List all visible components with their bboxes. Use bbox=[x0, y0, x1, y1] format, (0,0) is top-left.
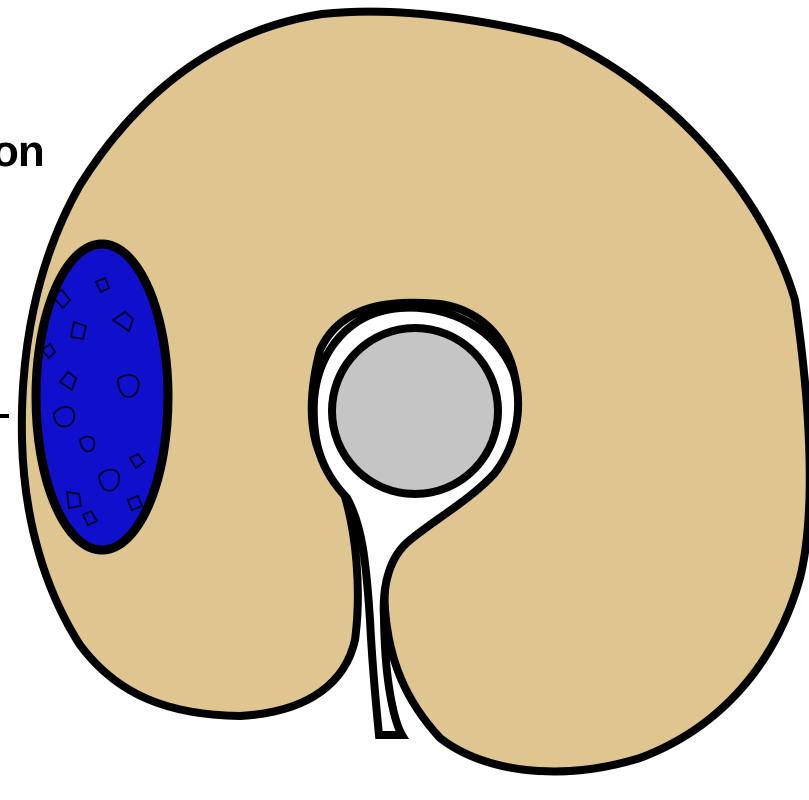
vacuole bbox=[332, 328, 498, 494]
partial-text-label: on bbox=[0, 130, 44, 174]
nucleus bbox=[36, 244, 168, 550]
edge-tick bbox=[0, 414, 9, 418]
